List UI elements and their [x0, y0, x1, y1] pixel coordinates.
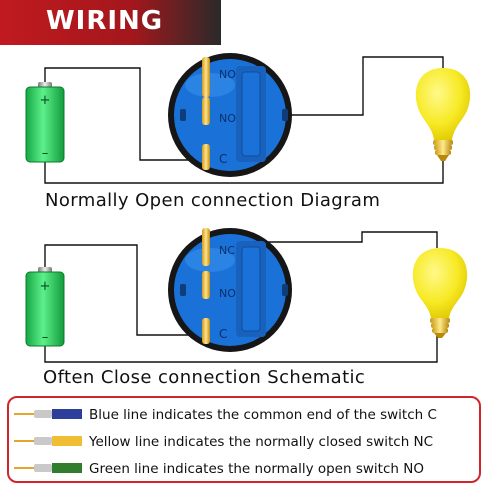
- light-bulb-icon: [412, 248, 468, 338]
- battery-minus: –: [42, 330, 49, 345]
- legend-blue-text: Blue line indicates the common end of th…: [89, 407, 437, 423]
- legend-wire-yellow: [14, 436, 82, 446]
- switch-icon: NC NO C: [168, 228, 292, 352]
- terminal-label-middle: NO: [219, 112, 236, 125]
- battery-minus: –: [42, 146, 49, 161]
- terminal-pin-top: [202, 57, 210, 97]
- terminal-pin-top: [202, 228, 210, 266]
- wires-nc: [44, 231, 438, 363]
- light-bulb-icon: [415, 68, 471, 161]
- terminal-pin-bottom: [202, 144, 210, 170]
- terminal-label-top: NO: [219, 68, 236, 81]
- legend-wire-green: [14, 463, 82, 473]
- battery-plus: +: [40, 93, 51, 108]
- battery-plus: +: [40, 279, 51, 294]
- terminal-label-middle: NO: [219, 287, 236, 300]
- terminal-pin-middle: [202, 97, 210, 125]
- header-banner: WIRING: [0, 0, 221, 45]
- legend-box: [7, 396, 481, 483]
- terminal-pin-middle: [202, 271, 210, 299]
- terminal-label-bottom: C: [219, 152, 227, 166]
- terminal-label-top: NC: [219, 244, 235, 257]
- header-title: WIRING: [46, 6, 164, 36]
- battery-icon: + –: [25, 82, 65, 163]
- caption-normally-closed: Often Close connection Schematic: [43, 367, 366, 388]
- legend-yellow-text: Yellow line indicates the normally close…: [89, 434, 434, 450]
- switch-icon: NO NO C: [168, 53, 292, 177]
- diagram-normally-closed: + – NC NO C: [25, 228, 468, 363]
- caption-normally-open: Normally Open connection Diagram: [45, 190, 381, 211]
- terminal-pin-bottom: [202, 318, 210, 344]
- diagram-normally-open: + – NO NO C: [25, 53, 471, 184]
- battery-icon: + –: [25, 267, 65, 347]
- legend-green-text: Green line indicates the normally open s…: [89, 461, 424, 477]
- terminal-label-bottom: C: [219, 327, 227, 341]
- wires-no: [44, 56, 444, 184]
- legend-wire-blue: [14, 409, 82, 419]
